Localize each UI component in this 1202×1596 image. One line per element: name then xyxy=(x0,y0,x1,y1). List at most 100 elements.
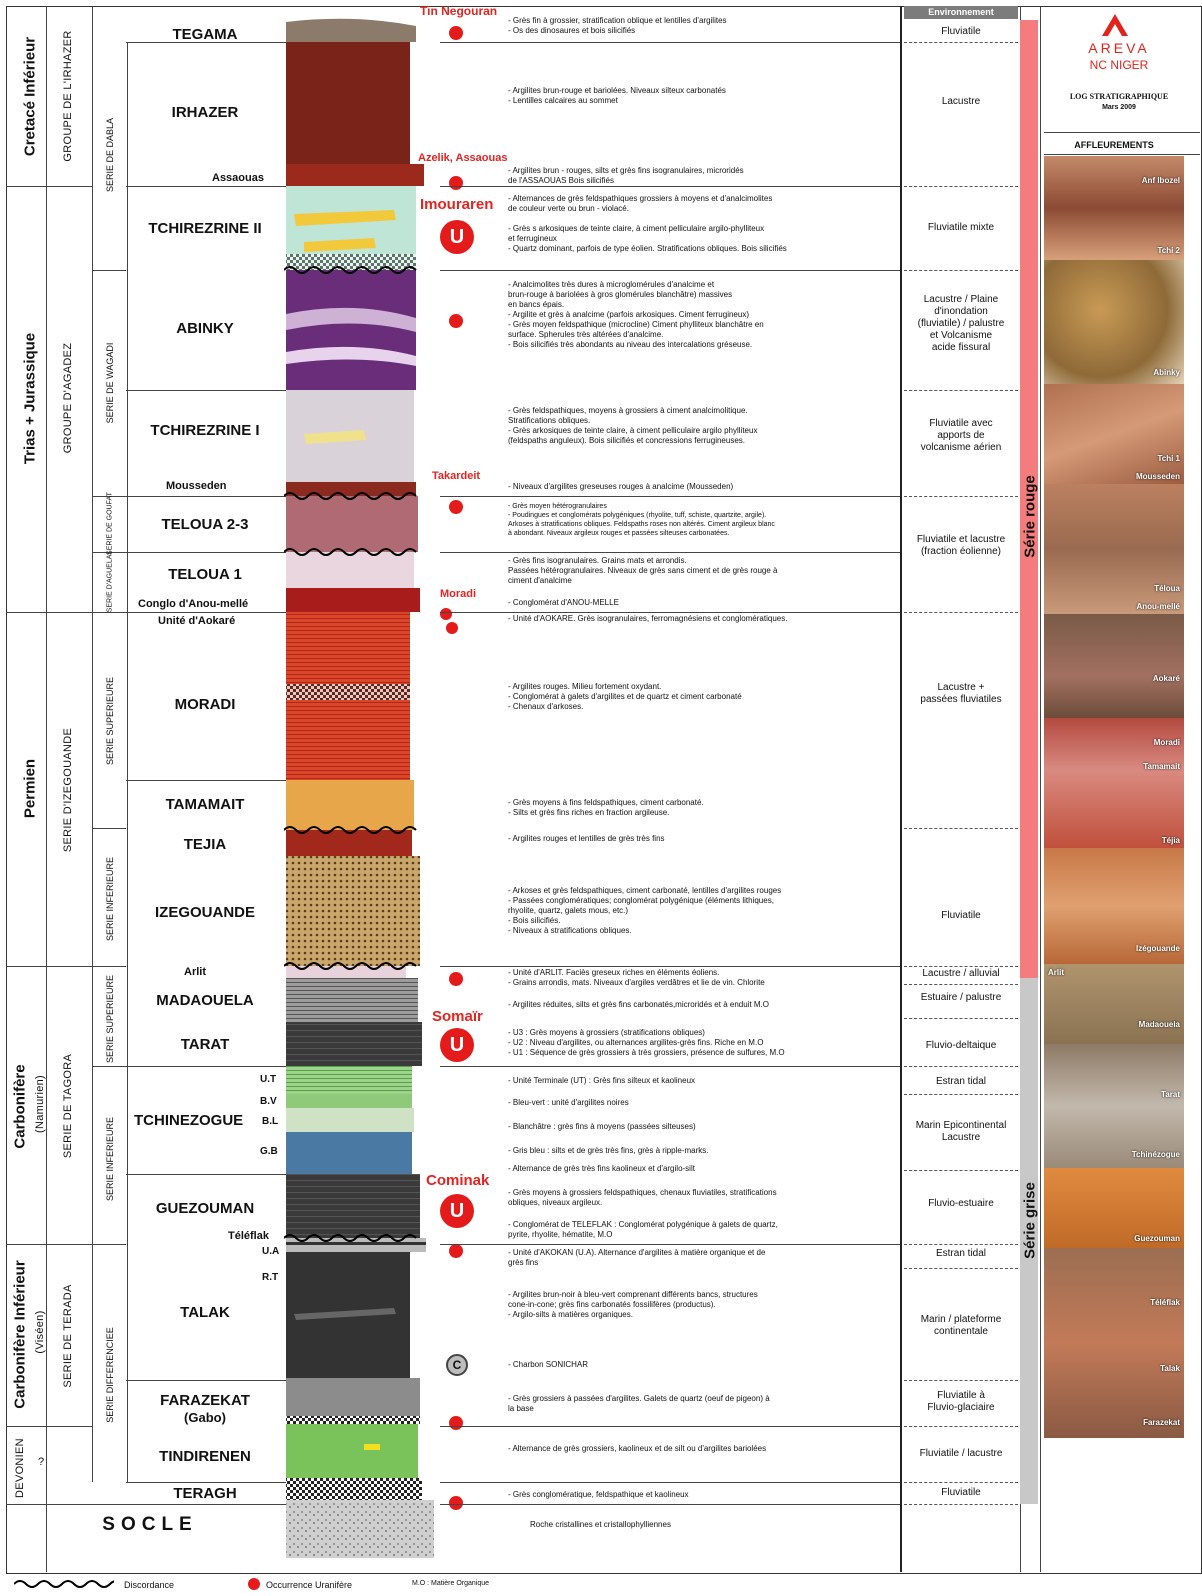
outcrop-photo: Abinky xyxy=(1044,260,1184,384)
outcrop-photo: Izégouande xyxy=(1044,848,1184,964)
group-divider xyxy=(46,966,92,967)
env-farazekat: Fluviatile à Fluvio-glaciaire xyxy=(904,1390,1018,1414)
formation-divider xyxy=(126,1380,286,1381)
legend-occurrence-dot xyxy=(248,1578,260,1590)
series-inferieure-izegouande: SERIE INFERIEURE xyxy=(105,849,115,949)
lithology-column xyxy=(284,14,440,1574)
group-divider xyxy=(46,186,92,187)
formation-divider xyxy=(126,612,286,613)
desc-divider xyxy=(440,1482,900,1483)
legend-occurrence: Occurrence Uranifère xyxy=(266,1580,352,1590)
desc-ut: - Unité Terminale (UT) : Grès fins silte… xyxy=(508,1076,695,1086)
sublabel-bl: B.L xyxy=(262,1116,278,1127)
desc-tarat: - U3 : Grès moyens à grossiers (stratifi… xyxy=(508,1028,785,1058)
uranium-occurrence-dot xyxy=(446,622,458,634)
env-divider xyxy=(904,496,1018,497)
group-divider xyxy=(46,612,92,613)
period-devonien-query: ? xyxy=(38,1456,44,1468)
formation-conglo-anou-melle: Conglo d'Anou-mellé xyxy=(138,598,248,610)
group-terada: SERIE DE TERADA xyxy=(62,1266,74,1406)
formation-divider xyxy=(126,1482,286,1483)
formation-tchirezrine-2: TCHIREZRINE II xyxy=(130,220,280,237)
desc-mousseden: - Niveaux d'argilites greseuses rouges à… xyxy=(508,482,733,492)
formation-teloua-23: TELOUA 2-3 xyxy=(130,516,280,533)
logo-brand: AREVA xyxy=(1044,40,1194,56)
logo-box: AREVA NC NIGER LOG STRATIGRAPHIQUE Mars … xyxy=(1044,6,1200,132)
mine-moradi: Moradi xyxy=(440,588,476,600)
sublabel-ua: U.A xyxy=(262,1246,279,1257)
uranium-occurrence-dot xyxy=(449,1496,463,1510)
period-namurien: (Namurien) xyxy=(34,1054,46,1154)
affleurements-title: AFFLEUREMENTS xyxy=(1044,140,1184,150)
group-irhazer: GROUPE DE L'IRHAZER xyxy=(62,26,74,166)
env-talak: Marin / plateforme continentale xyxy=(904,1314,1018,1338)
uranium-occurrence-dot xyxy=(440,608,452,620)
series-divider xyxy=(92,828,126,829)
uranium-occurrence-dot xyxy=(449,972,463,986)
formation-divider xyxy=(126,1066,286,1067)
series-divider xyxy=(92,966,126,967)
env-divider xyxy=(904,1482,1018,1483)
group-divider xyxy=(46,1244,92,1245)
env-divider xyxy=(904,1094,1018,1095)
desc-bl: - Blanchâtre : grès fins à moyens (passé… xyxy=(508,1122,696,1132)
period-carbonifere-inferieur: Carbonifère Inférieur xyxy=(12,1235,29,1435)
period-divider xyxy=(6,186,46,187)
env-ut: Estran tidal xyxy=(904,1076,1018,1088)
uranium-occurrence-dot xyxy=(449,1416,463,1430)
desc-teragh: - Grès conglomératique, feldspathique et… xyxy=(508,1490,689,1500)
uranium-deposit-symbol: U xyxy=(440,1028,474,1062)
desc-divider xyxy=(440,966,900,967)
desc-tegama: - Grès fin à grossier, stratification ob… xyxy=(508,16,727,36)
formation-tegama: TEGAMA xyxy=(130,26,280,43)
env-irhazer: Lacustre xyxy=(904,96,1018,108)
env-moradi: Lacustre + passées fluviatiles xyxy=(904,682,1018,706)
env-tindirenen: Fluviatile / lacustre xyxy=(904,1448,1018,1460)
period-divider xyxy=(6,612,46,613)
period-cretace: Cretacé Inférieur xyxy=(22,17,39,177)
series-wagadi: SERIE DE WAGADI xyxy=(105,333,115,433)
group-tagora: SERIE DE TAGORA xyxy=(62,1036,74,1176)
formation-tejia: TEJIA xyxy=(130,836,280,853)
serie-rouge-label: Série rouge xyxy=(1022,467,1039,567)
desc-talak: - Argilites brun-noir à bleu-vert compre… xyxy=(508,1290,758,1320)
desc-divider xyxy=(440,270,900,271)
series-inferieure-tagora: SERIE INFERIEURE xyxy=(105,1109,115,1209)
uranium-occurrence-dot xyxy=(449,1244,463,1258)
env-tegama: Fluviatile xyxy=(904,26,1018,38)
logo-subsidiary: NC NIGER xyxy=(1044,58,1194,72)
desc-gb: - Gris bleu : silts et de grès très fins… xyxy=(508,1146,709,1156)
logo-title: LOG STRATIGRAPHIQUE xyxy=(1044,92,1194,101)
uranium-deposit-symbol: U xyxy=(440,220,474,254)
formation-tindirenen: TINDIRENEN xyxy=(130,1448,280,1465)
outcrop-photo: ArlitMadaouela xyxy=(1044,964,1184,1044)
formation-tarat: TARAT xyxy=(130,1036,280,1053)
outcrop-photo: MoradiTamamaitTéjia xyxy=(1044,718,1184,848)
formation-farazekat: FARAZEKAT xyxy=(130,1392,280,1409)
uranium-occurrence-dot xyxy=(449,314,463,328)
env-guezouman: Fluvio-estuaire xyxy=(904,1198,1018,1210)
formation-divider xyxy=(126,1174,286,1175)
uranium-occurrence-dot xyxy=(449,500,463,514)
series-superieure-tagora: SERIE SUPERIEURE xyxy=(105,969,115,1069)
desc-alternance: - Alternance de grès très fins kaolineux… xyxy=(508,1164,695,1174)
env-tchirezrine-1: Fluviatile avec apports de volcanisme aé… xyxy=(904,418,1018,454)
formation-arlit: Arlit xyxy=(184,966,206,978)
sublabel-bv: B.V xyxy=(260,1096,277,1107)
env-divider xyxy=(904,1018,1018,1019)
env-tchinezogue: Marin Epicontinental Lacustre xyxy=(904,1120,1018,1144)
formation-divider xyxy=(126,552,286,553)
env-tarat: Fluvio-deltaique xyxy=(904,1040,1018,1052)
sublabel-gb: G.B xyxy=(260,1146,278,1157)
mine-azelik: Azelik, Assaouas xyxy=(418,152,507,164)
env-divider xyxy=(904,390,1018,391)
period-devonien: DEVONIEN xyxy=(14,1428,26,1508)
env-divider xyxy=(904,612,1018,613)
env-divider xyxy=(904,42,1018,43)
formation-tamamait: TAMAMAIT xyxy=(130,796,280,813)
desc-divider xyxy=(440,1426,900,1427)
outcrop-photo: TélouaAnou-mellé xyxy=(1044,484,1184,614)
desc-divider xyxy=(440,42,900,43)
mine-cominak: Cominak xyxy=(426,1172,489,1189)
desc-guezouman: - Grès moyens à grossiers feldspathiques… xyxy=(508,1188,777,1208)
